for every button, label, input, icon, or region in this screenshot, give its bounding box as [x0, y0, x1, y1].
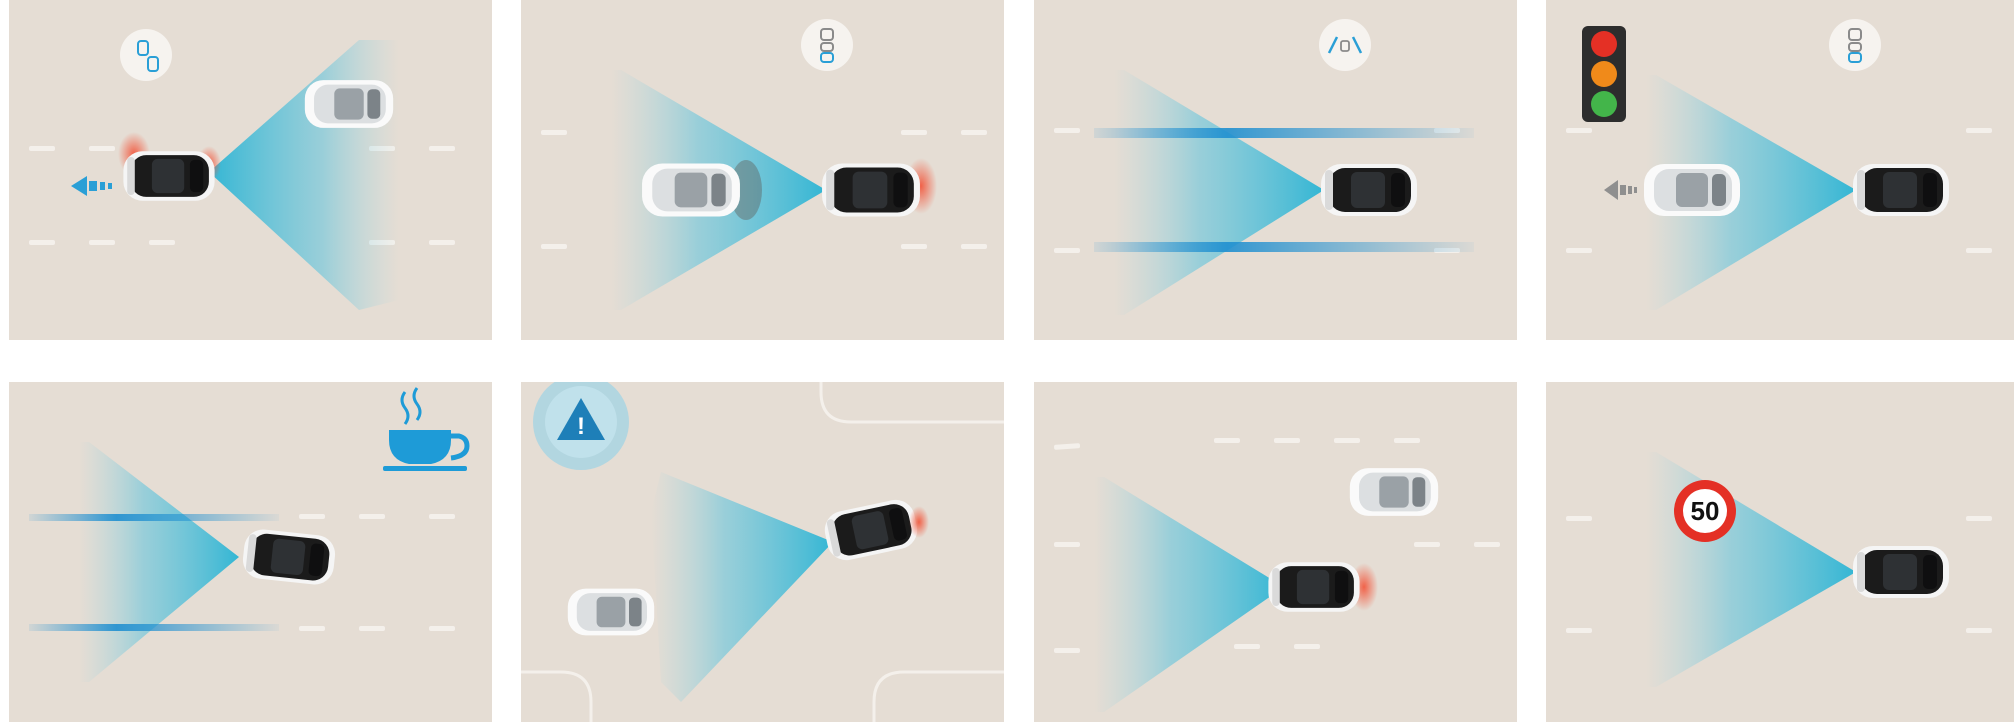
vehicle-adjacent-lane: [1350, 468, 1438, 516]
panel-rear-collision-warning: [521, 0, 1004, 340]
panel-speed-limit-recognition: 50: [1546, 382, 2014, 722]
speed-limit-value: 50: [1691, 496, 1720, 526]
lane-icon: [1319, 19, 1371, 71]
host-vehicle: [1853, 546, 1949, 598]
brake-arrow-icon: [71, 176, 112, 196]
vehicle-behind: [642, 163, 740, 216]
sensor-beam: [1114, 70, 1324, 315]
blind-spot-scene: [1034, 382, 1517, 722]
car-distance-icon: [1829, 19, 1881, 71]
host-vehicle: [1321, 164, 1417, 216]
stop-and-go-scene: [1546, 0, 2014, 340]
vehicle-ahead: [1644, 164, 1740, 216]
host-vehicle: [822, 163, 920, 216]
sensor-beam: [651, 472, 833, 702]
rear-collision-scene: [521, 0, 1004, 340]
speed-limit-scene: 50: [1546, 382, 2014, 722]
host-vehicle: [1268, 562, 1359, 611]
junction-turning-scene: !: [521, 382, 1004, 722]
warning-symbol: !: [577, 413, 585, 440]
sensor-beam: [79, 442, 239, 682]
warning-glow: [909, 506, 929, 538]
car-distance-icon: [801, 19, 853, 71]
driver-attention-scene: [9, 382, 492, 722]
speed-sign-icon: 50: [1674, 480, 1736, 542]
traffic-light-icon: [1582, 26, 1626, 122]
warning-triangle-icon: !: [533, 382, 629, 470]
arrow-left-icon: [1604, 180, 1637, 200]
lane-line-highlight: [29, 624, 279, 631]
lane-line-highlight: [1094, 242, 1474, 252]
panel-blind-spot-monitoring: [1034, 382, 1517, 722]
coffee-cup-icon: [383, 388, 467, 471]
host-vehicle: [123, 151, 214, 200]
oncoming-vehicle: [568, 589, 654, 636]
panel-stop-and-go-traffic-light: [1546, 0, 2014, 340]
panel-driver-attention-warning: [9, 382, 492, 722]
sensor-beam: [1646, 452, 1856, 687]
lane-line-highlight: [29, 514, 279, 521]
panel-junction-turning-assist: !: [521, 382, 1004, 722]
panel-lane-keeping-assist: [1034, 0, 1517, 340]
host-vehicle: [821, 496, 920, 563]
lane-line-highlight: [1094, 128, 1474, 138]
car-distance-icon: [120, 29, 172, 81]
host-vehicle: [1853, 164, 1949, 216]
lane-keeping-scene: [1034, 0, 1517, 340]
panel-forward-collision-avoidance: [9, 0, 492, 340]
host-vehicle: [241, 528, 337, 587]
forward-collision-scene: [9, 0, 492, 340]
vehicle-ahead: [305, 80, 393, 128]
sensor-beam: [1094, 477, 1284, 712]
